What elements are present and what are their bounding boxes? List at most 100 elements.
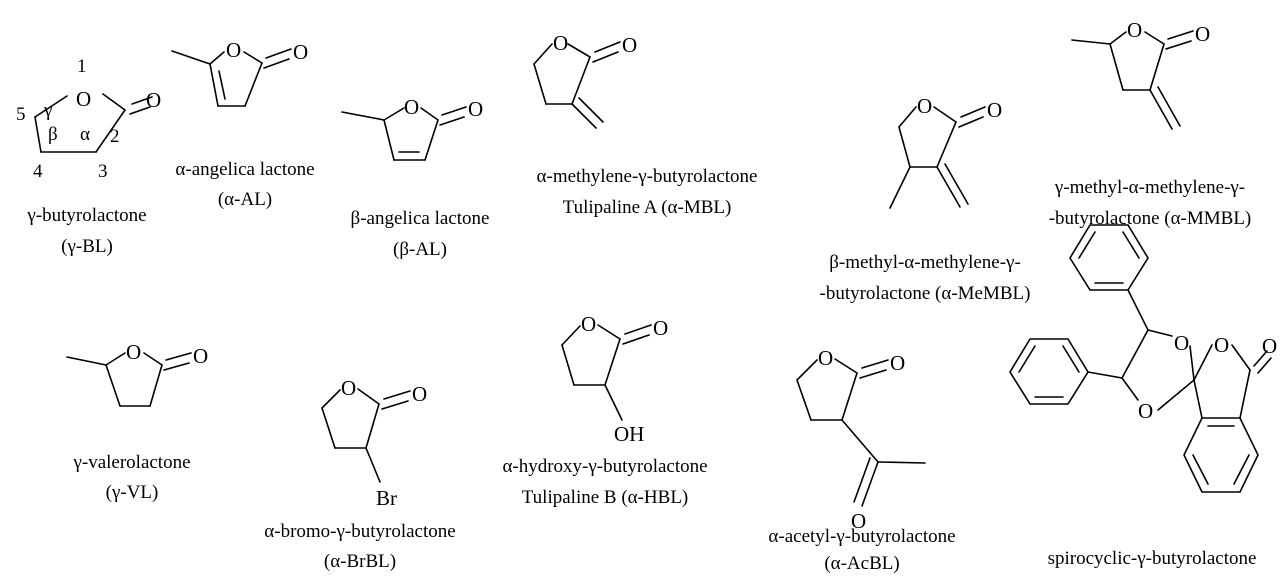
- atom-o: O: [1214, 333, 1229, 357]
- structure-gvl: O O: [66, 340, 208, 407]
- ring-number-4: 4: [33, 161, 43, 182]
- bond: [1018, 345, 1036, 373]
- bond: [1127, 289, 1149, 331]
- bond: [381, 400, 409, 410]
- atom-o: O: [412, 382, 427, 406]
- bond: [594, 41, 621, 53]
- bond: [209, 63, 219, 107]
- caption-acbl-name: α-acetyl-γ-butyrolactone: [768, 526, 955, 547]
- bond: [1253, 350, 1268, 367]
- ring-greek-alpha: α: [80, 124, 90, 145]
- bond: [861, 359, 889, 369]
- bond: [1144, 31, 1165, 45]
- bond: [383, 107, 405, 121]
- bond: [796, 359, 818, 381]
- ring-number-5: 5: [16, 104, 26, 125]
- structure-brbl: O O Br: [321, 376, 427, 510]
- bond: [933, 106, 957, 123]
- bond: [597, 324, 621, 340]
- bond: [439, 116, 465, 126]
- bond: [889, 166, 911, 209]
- bond: [944, 163, 969, 205]
- bond: [129, 106, 151, 115]
- atom-o: O: [553, 31, 568, 55]
- bond: [1257, 357, 1272, 374]
- atom-o: O: [581, 312, 596, 336]
- atom-o: O: [468, 97, 483, 121]
- atom-o: O: [146, 88, 161, 112]
- bond: [1078, 231, 1096, 259]
- bond: [95, 109, 126, 153]
- phenyl-ring: [1069, 224, 1149, 291]
- bond: [853, 457, 871, 503]
- structure-hbl: O O OH: [561, 312, 668, 446]
- bond: [34, 116, 42, 153]
- bond: [321, 407, 336, 449]
- captions: γ-butyrolactone (γ-BL) α-angelica lacton…: [26, 159, 1257, 574]
- bond: [102, 93, 126, 111]
- bond: [834, 358, 858, 374]
- caption-spiro-name: spirocyclic-γ-butyrolactone: [1048, 548, 1257, 569]
- bond: [861, 461, 879, 507]
- bond: [105, 364, 121, 407]
- bond: [1147, 329, 1173, 337]
- caption-hbl-abbr: Tulipaline B (α-HBL): [522, 487, 689, 508]
- caption-mmbl-abbr: -butyrolactone (α-MMBL): [1049, 208, 1252, 229]
- bond: [1109, 43, 1124, 91]
- structure-acbl: O O O: [796, 346, 926, 533]
- atom-o: O: [818, 346, 833, 370]
- structure-gbl: O O 1 2 3 4 5 α β γ: [16, 56, 161, 182]
- bond: [958, 116, 984, 128]
- atom-o: O: [293, 40, 308, 64]
- bond: [149, 364, 163, 407]
- bond: [877, 461, 926, 464]
- structure-aal: O O: [171, 38, 308, 107]
- atom-o: O: [226, 38, 241, 62]
- structure-bal: O O: [341, 95, 483, 161]
- bond: [622, 334, 650, 345]
- structure-membl: O O: [889, 94, 1002, 209]
- bond: [365, 447, 381, 483]
- benzo-ring: [1183, 417, 1259, 493]
- bond: [1121, 329, 1149, 379]
- bond: [263, 58, 290, 69]
- bond: [171, 50, 211, 65]
- bond: [898, 106, 917, 128]
- bond: [561, 325, 581, 346]
- atom-o: O: [1195, 22, 1210, 46]
- bond: [1087, 371, 1123, 379]
- bond: [960, 106, 986, 118]
- atom-o: O: [76, 87, 91, 111]
- caption-mmbl-name: γ-methyl-α-methylene-γ-: [1054, 177, 1245, 198]
- caption-brbl-name: α-bromo-γ-butyrolactone: [264, 521, 455, 542]
- atom-o: O: [917, 94, 932, 118]
- caption-brbl-abbr: (α-BrBL): [324, 551, 396, 572]
- bond: [143, 352, 163, 366]
- bond: [1193, 379, 1203, 419]
- structure-mmbl: O O: [1071, 18, 1210, 130]
- bond: [165, 352, 192, 361]
- bond: [265, 48, 292, 59]
- bond: [533, 43, 553, 65]
- bond: [1071, 39, 1111, 45]
- bond: [66, 356, 107, 366]
- bond: [533, 63, 547, 105]
- caption-membl-name: β-methyl-α-methylene-γ-: [829, 252, 1021, 273]
- ring-number-1: 1: [77, 56, 87, 77]
- bond: [163, 362, 190, 371]
- bond: [357, 388, 380, 405]
- bond: [592, 51, 619, 63]
- bond: [424, 119, 439, 161]
- caption-gvl-name: γ-valerolactone: [72, 452, 190, 473]
- bond: [1121, 377, 1139, 401]
- atom-o: O: [987, 98, 1002, 122]
- bond: [1109, 31, 1127, 45]
- bond: [936, 166, 961, 208]
- structure-spiro: O O O O: [1009, 224, 1277, 493]
- bond: [1149, 89, 1173, 130]
- bond: [604, 338, 621, 386]
- bond: [1193, 344, 1213, 381]
- bond: [321, 389, 341, 409]
- atom-o: O: [341, 376, 356, 400]
